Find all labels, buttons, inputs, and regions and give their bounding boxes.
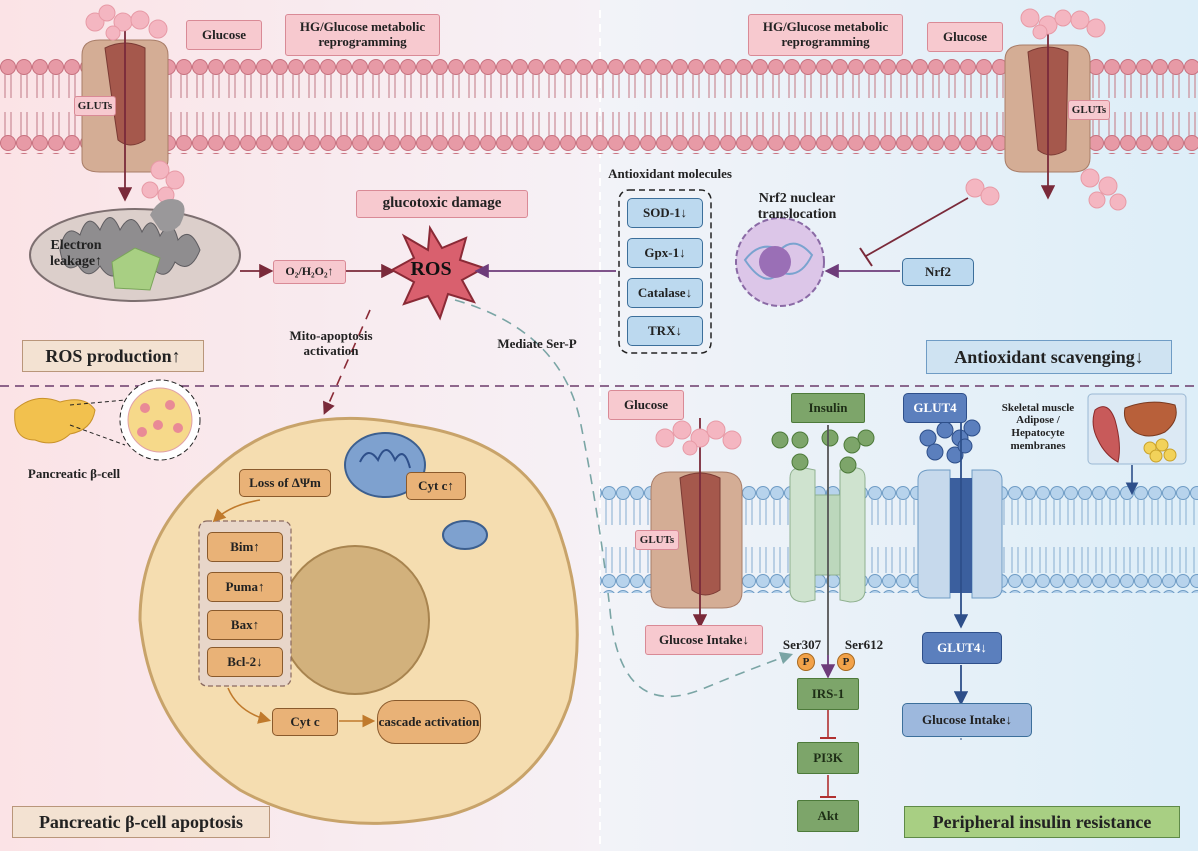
phospho-p-307: P bbox=[797, 653, 815, 671]
glucose-intake-label: Glucose Intake↓ bbox=[645, 625, 763, 655]
insulin-label: Insulin bbox=[791, 393, 865, 423]
glucose-intake-glut4-label: Glucose Intake↓ bbox=[902, 703, 1032, 737]
tissues-label: Skeletal muscle Adipose / Hepatocyte mem… bbox=[1001, 401, 1075, 452]
section-antioxidant-scavenging: Antioxidant scavenging↓ bbox=[926, 340, 1172, 374]
glut4-transporter bbox=[917, 469, 1003, 599]
bcl-bcl2: Bcl-2↓ bbox=[207, 647, 283, 677]
ros-star bbox=[389, 224, 487, 321]
gluts-label-top-left: GLUTs bbox=[74, 96, 116, 116]
loss-dpsim-label: Loss of ΔΨm bbox=[239, 469, 331, 497]
nucleus-illustration bbox=[735, 217, 825, 307]
bcl-puma: Puma↑ bbox=[207, 572, 283, 602]
mitochondrion-illustration bbox=[344, 432, 488, 550]
glut4-down-label: GLUT4↓ bbox=[922, 632, 1002, 664]
ros-label: ROS bbox=[410, 257, 452, 280]
cytc-label: Cyt c bbox=[272, 708, 338, 736]
nrf2-translocation-label: Nrf2 nuclear translocation bbox=[757, 190, 837, 222]
cascade-activation-label: cascade activation bbox=[377, 700, 481, 744]
pi3k-label: PI3K bbox=[797, 742, 859, 774]
glucose-label-top-right: Glucose bbox=[927, 22, 1003, 52]
bcl-bim: Bim↑ bbox=[207, 532, 283, 562]
nrf2-label: Nrf2 bbox=[902, 258, 974, 286]
o2-h2o2-label: O₂/H₂O₂↑ bbox=[273, 260, 346, 284]
tissue-illustration bbox=[1087, 393, 1187, 465]
hg-reprogramming-label-right: HG/Glucose metabolic reprogramming bbox=[748, 14, 903, 56]
phospho-p-612: P bbox=[837, 653, 855, 671]
section-beta-cell-apoptosis: Pancreatic β-cell apoptosis bbox=[12, 806, 270, 838]
gluts-label-bottom: GLUTs bbox=[635, 530, 679, 550]
pancreas-illustration bbox=[14, 379, 201, 461]
antioxidant-gpx1: Gpx-1↓ bbox=[627, 238, 703, 268]
antioxidant-trx: TRX↓ bbox=[627, 316, 703, 346]
antioxidant-sod1: SOD-1↓ bbox=[627, 198, 703, 228]
glucose-label-bottom: Glucose bbox=[608, 390, 684, 420]
electron-leakage-label: Electron leakage↑ bbox=[49, 237, 103, 269]
glucotoxic-damage-label: glucotoxic damage bbox=[356, 190, 528, 218]
mitochondrion-illustration bbox=[29, 199, 241, 302]
ser307-label: Ser307 bbox=[782, 636, 822, 652]
glucose-label-top-left: Glucose bbox=[186, 20, 262, 50]
cytc-up-label: Cyt c↑ bbox=[406, 472, 466, 500]
antioxidant-molecules-title: Antioxidant molecules bbox=[608, 165, 732, 181]
akt-label: Akt bbox=[797, 800, 859, 832]
ser612-label: Ser612 bbox=[844, 636, 884, 652]
glut4-label: GLUT4 bbox=[903, 393, 967, 423]
bcl-bax: Bax↑ bbox=[207, 610, 283, 640]
section-peripheral-insulin-resistance: Peripheral insulin resistance bbox=[904, 806, 1180, 838]
section-ros-production: ROS production↑ bbox=[22, 340, 204, 372]
antioxidant-catalase: Catalase↓ bbox=[627, 278, 703, 308]
irs1-label: IRS-1 bbox=[797, 678, 859, 710]
hg-reprogramming-label-left: HG/Glucose metabolic reprogramming bbox=[285, 14, 440, 56]
gluts-label-top-right: GLUTs bbox=[1068, 100, 1110, 120]
mediate-serp-label: Mediate Ser-P bbox=[497, 335, 577, 351]
beta-cell-label: Pancreatic β-cell bbox=[27, 465, 121, 481]
mito-apoptosis-label: Mito-apoptosis activation bbox=[289, 328, 373, 358]
